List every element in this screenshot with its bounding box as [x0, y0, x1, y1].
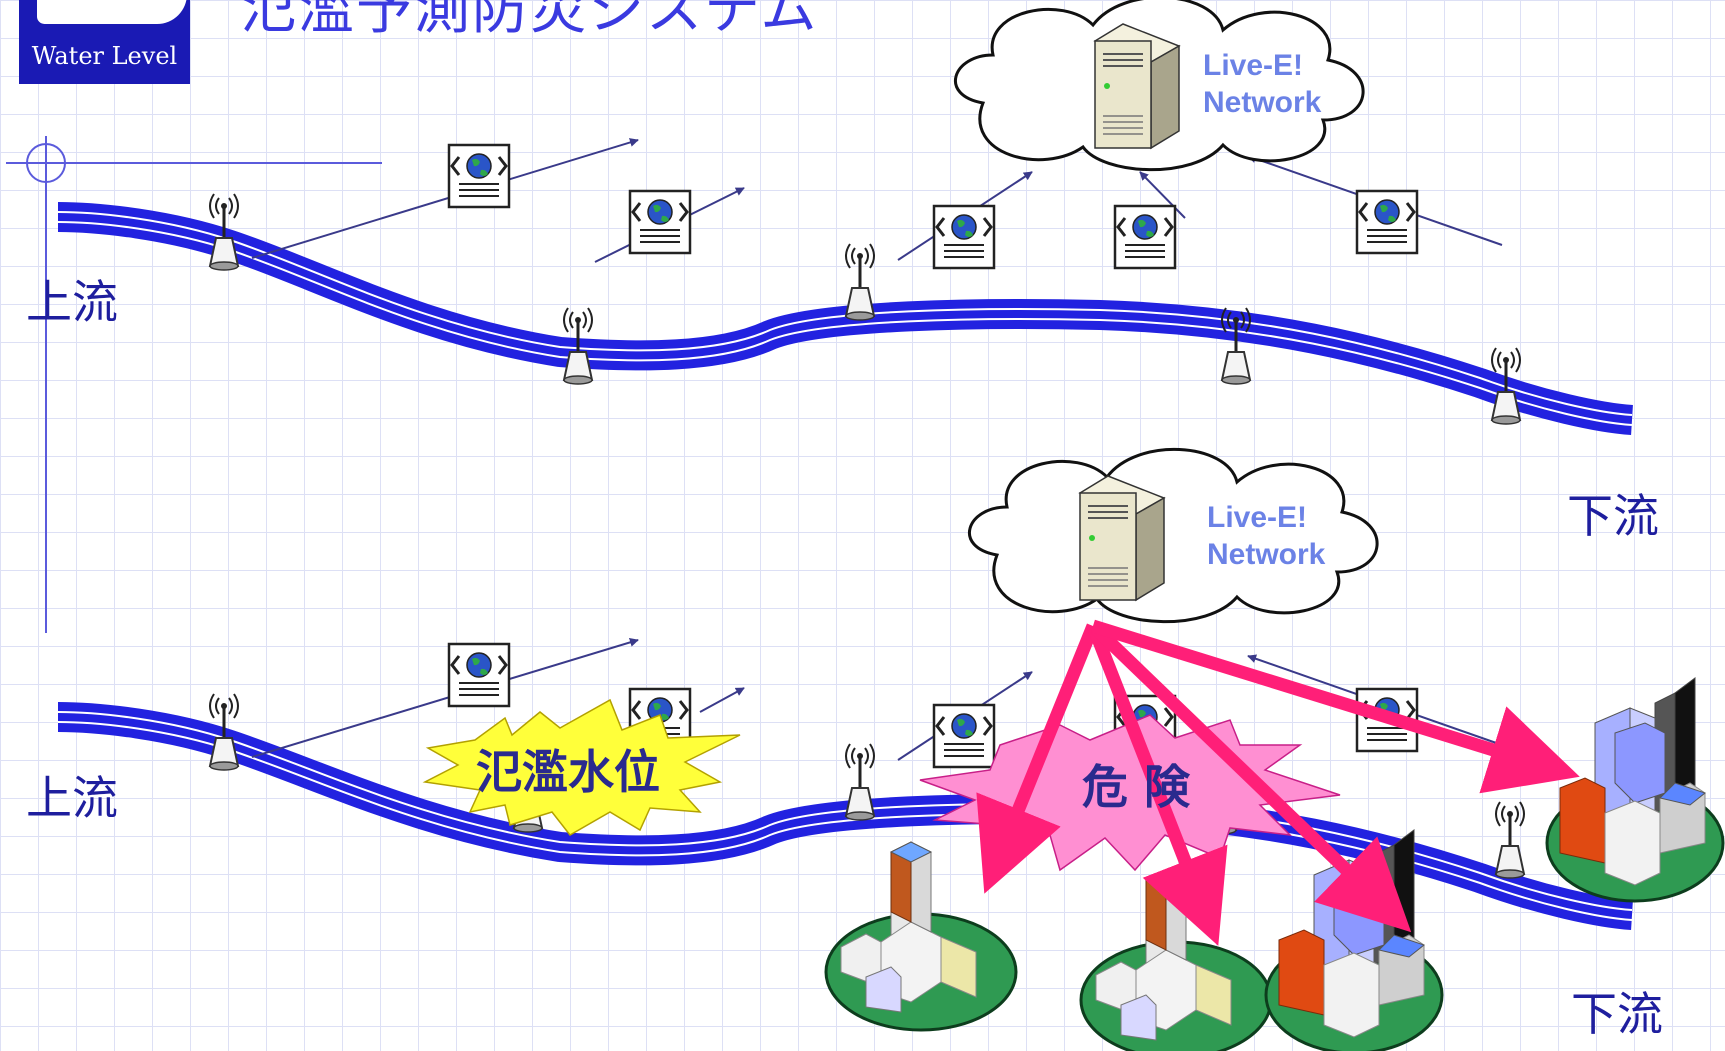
alert-arrows — [976, 619, 1580, 946]
town-icon — [1079, 868, 1273, 1051]
logo-text: Water Level — [31, 42, 178, 70]
flood-level-label: 氾濫水位 — [476, 745, 660, 799]
city-icon — [1545, 676, 1725, 903]
river-upper — [57, 202, 1634, 435]
network-label-line2: Network — [1207, 538, 1326, 571]
web-data-packet-icon — [628, 189, 692, 255]
network-label: Live-E! Network — [1207, 499, 1325, 573]
server-icon — [1079, 475, 1165, 601]
upstream-label: 上流 — [26, 771, 118, 825]
upper-data-arrows — [251, 138, 1503, 263]
wave-icon — [37, 0, 187, 24]
sensor-antenna-icon — [1494, 800, 1526, 880]
river-lower — [57, 702, 1634, 930]
network-label-line1: Live-E! — [1207, 501, 1308, 534]
web-data-packet-icon — [447, 642, 511, 708]
network-label-line2: Network — [1203, 86, 1322, 119]
web-data-packet-icon — [447, 143, 511, 209]
web-data-packet-icon — [1355, 189, 1419, 255]
downstream-label: 下流 — [1571, 987, 1663, 1041]
town-icon — [824, 840, 1018, 1032]
network-label: Live-E! Network — [1203, 47, 1321, 121]
sensor-antenna-icon — [844, 242, 876, 322]
page-title: 氾濫予測防災システム — [240, 0, 819, 42]
web-data-packet-icon — [1113, 204, 1177, 270]
sensor-antenna-icon — [844, 742, 876, 822]
corner-crosshair-icon — [6, 136, 382, 633]
lower-panel — [57, 447, 1725, 1051]
water-level-logo: Water Level — [19, 0, 190, 84]
web-data-packet-icon — [932, 703, 996, 769]
upstream-label: 上流 — [26, 275, 118, 329]
web-data-packet-icon — [932, 204, 996, 270]
downstream-label: 下流 — [1567, 489, 1659, 543]
flood-level-burst — [422, 698, 741, 836]
network-label-line1: Live-E! — [1203, 49, 1304, 82]
upper-panel — [57, 0, 1634, 435]
server-icon — [1094, 23, 1180, 149]
danger-label: 危 険 — [1082, 760, 1191, 814]
